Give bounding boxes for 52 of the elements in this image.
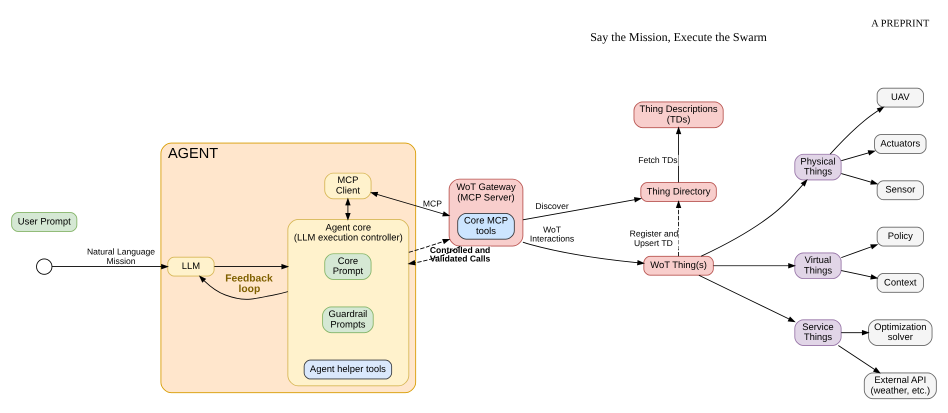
edge-label: Feedback loop <box>225 273 273 295</box>
arrow <box>830 106 885 154</box>
arrow <box>840 329 870 335</box>
arrow <box>840 172 878 184</box>
arrow <box>408 245 461 265</box>
node-box: Policy <box>876 226 924 246</box>
node-box: UAV <box>876 87 924 107</box>
arrow <box>840 150 876 161</box>
node-box: Core Prompt <box>324 252 372 280</box>
edge-label: WoT Interactions <box>530 224 574 244</box>
node-box: LLM <box>167 256 215 276</box>
label: Say the Mission, Execute the Swarm <box>590 29 767 44</box>
arrow <box>700 178 808 256</box>
node-box: Guardrail Prompts <box>322 306 374 333</box>
arrow <box>838 344 881 374</box>
arrow <box>698 274 796 322</box>
arrow <box>52 263 169 269</box>
arrow <box>840 270 878 279</box>
arrow <box>408 238 450 252</box>
node-box: Context <box>876 272 924 292</box>
arrow <box>214 263 290 269</box>
arrow <box>676 126 682 182</box>
edge-label: Register and Upsert TD <box>630 228 678 248</box>
edge-label: Controlled and Validated Calls <box>430 244 490 264</box>
node-box: User Prompt <box>11 212 78 232</box>
node-box: External API (weather, etc.) <box>864 372 937 399</box>
edge-label: Fetch TDs <box>638 154 678 164</box>
edge-label: Natural Language Mission <box>86 246 156 266</box>
node-box: Thing Descriptions (TDs) <box>634 101 724 128</box>
node-box: Thing Directory <box>640 182 717 202</box>
edge-label: Discover <box>535 200 569 211</box>
node-box: Agent helper tools <box>304 359 392 379</box>
node-box: Core MCP tools <box>457 212 515 240</box>
arrow <box>370 191 450 216</box>
node-box: Virtual Things <box>794 252 842 279</box>
arrow <box>713 262 796 268</box>
arrow <box>345 197 351 220</box>
label: A PREPRINT <box>871 18 930 30</box>
node-box: WoT Thing(s) <box>643 255 714 276</box>
edge-label: MCP <box>422 198 442 208</box>
node-box: MCP Client <box>324 172 372 199</box>
arrow <box>840 244 878 258</box>
arrow <box>676 200 682 256</box>
node-person <box>36 258 52 274</box>
node-box: Service Things <box>794 318 842 346</box>
node-box: Sensor <box>876 180 924 200</box>
node-box: Optimization solver <box>868 318 932 346</box>
arrow <box>522 196 642 220</box>
arrow <box>522 241 646 265</box>
arrow <box>198 274 288 300</box>
node-box: Actuators <box>874 134 926 154</box>
node-box: Physical Things <box>794 153 842 180</box>
